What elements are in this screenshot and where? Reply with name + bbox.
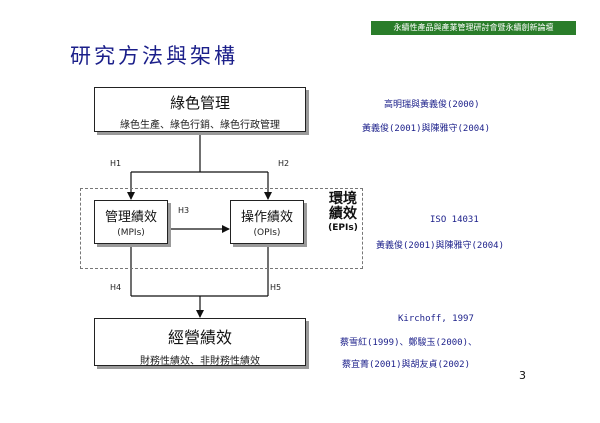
header-banner: 永續性產品與產業管理研討會暨永續創新論壇: [371, 21, 576, 35]
page-number: 3: [519, 369, 526, 382]
hypothesis-h1-label: H1: [110, 159, 122, 168]
green-management-subtitle: 綠色生產、綠色行銷、綠色行政管理: [120, 120, 280, 131]
business-performance-box: 經營績效 財務性績效、非財務性績效: [94, 318, 306, 367]
env-label-line1: 環境: [329, 191, 357, 207]
reference-green-1: 高明瑞與黃義俊(2000): [384, 100, 480, 110]
reference-env-1: ISO 14031: [430, 215, 479, 225]
hypothesis-h3-label: H3: [178, 206, 190, 215]
hypothesis-h4-label: H4: [110, 283, 122, 292]
reference-biz-1: Kirchoff, 1997: [398, 314, 474, 324]
business-performance-title: 經營績效: [167, 328, 232, 347]
reference-biz-3: 蔡宜菁(2001)與胡友貞(2002): [342, 360, 471, 370]
business-performance-subtitle: 財務性績效、非財務性績效: [140, 356, 260, 367]
slide-title: 研究方法與架構: [70, 44, 238, 68]
reference-biz-2: 蔡雪紅(1999)、鄭駿玉(2000)、: [340, 338, 478, 348]
operational-performance-box: 操作績效 (OPIs): [230, 200, 304, 244]
reference-green-2: 黃義俊(2001)與陳雅守(2004): [362, 124, 491, 134]
reference-env-2: 黃義俊(2001)與陳雅守(2004): [376, 241, 505, 251]
green-management-box: 綠色管理 綠色生產、綠色行銷、綠色行政管理: [94, 87, 306, 132]
environmental-performance-label: 環境 績效 (EPIs): [322, 191, 364, 234]
environment-performance-group: [80, 188, 363, 269]
management-performance-box: 管理績效 (MPIs): [94, 200, 168, 244]
operational-performance-abbr: (OPIs): [253, 228, 281, 238]
management-performance-title: 管理績效: [104, 210, 157, 225]
env-label-line2: 績效: [329, 206, 357, 223]
operational-performance-title: 操作績效: [240, 210, 293, 225]
hypothesis-h2-label: H2: [278, 159, 290, 168]
green-management-title: 綠色管理: [169, 94, 230, 112]
management-performance-abbr: (MPIs): [117, 228, 145, 238]
hypothesis-h5-label: H5: [270, 283, 282, 292]
env-label-abbr: (EPIs): [328, 222, 358, 233]
